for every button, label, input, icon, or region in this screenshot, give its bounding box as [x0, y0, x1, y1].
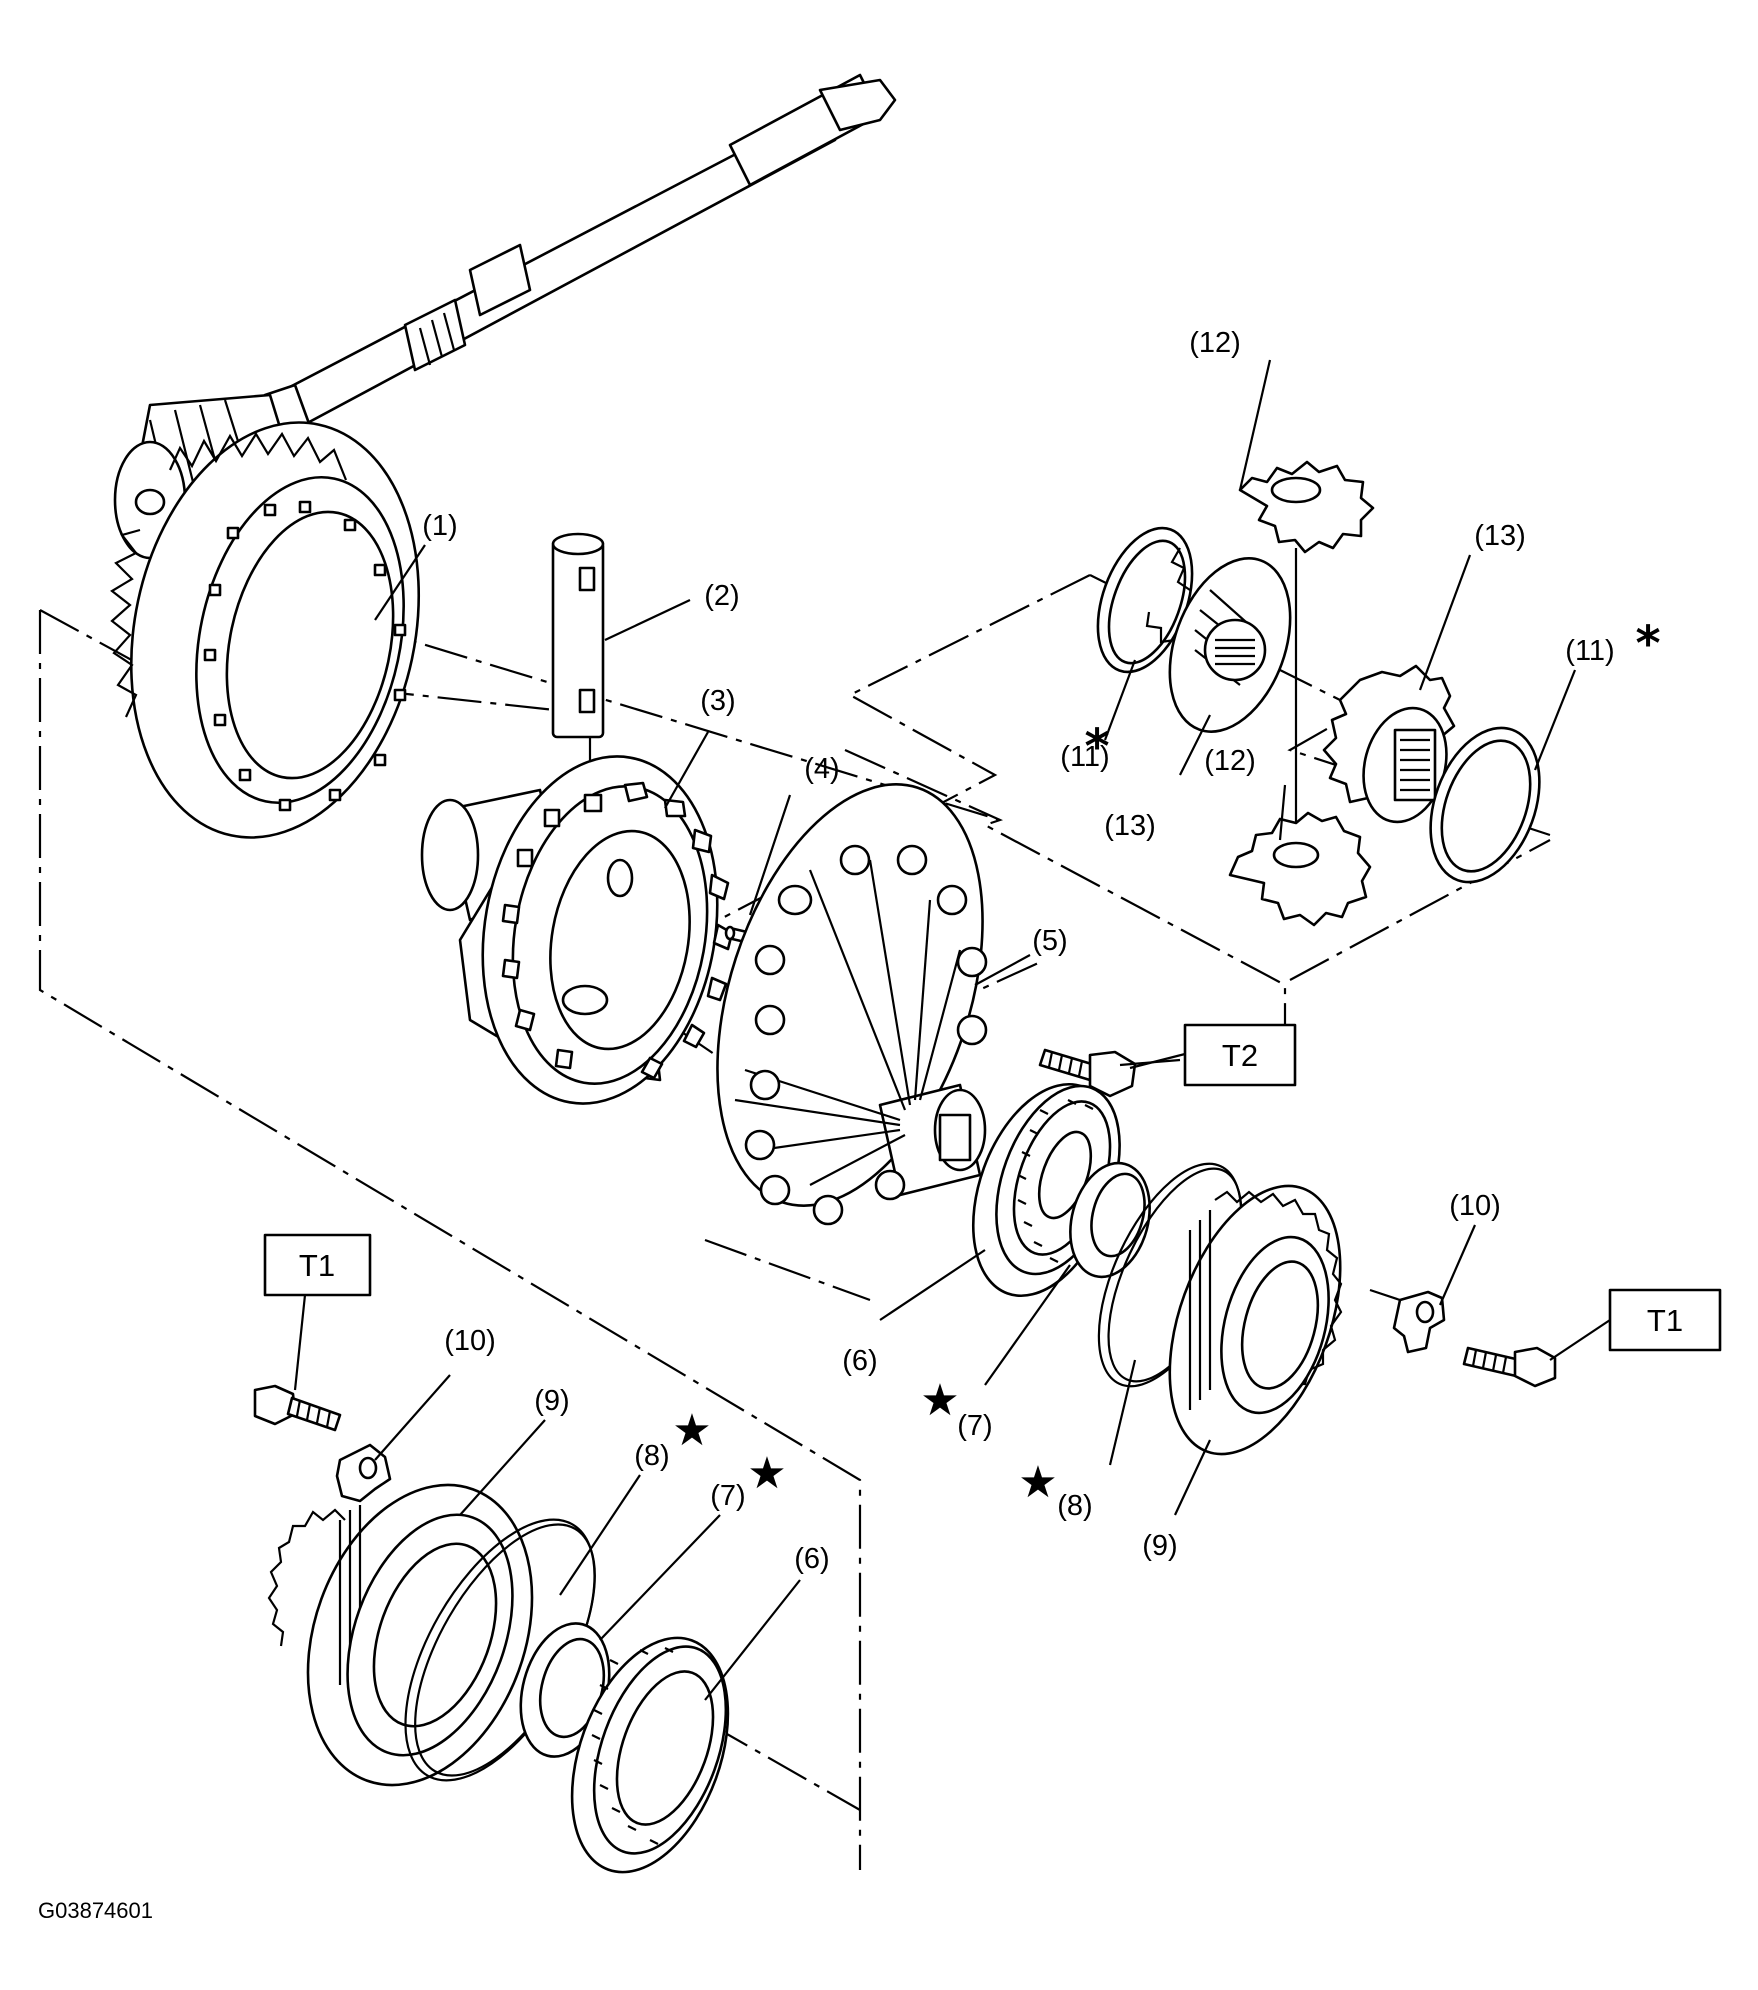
torque-label-t1-left: T1 — [299, 1248, 335, 1283]
torque-box-t2: T2 — [1183, 1023, 1297, 1087]
callout-5: (5) — [1032, 925, 1067, 957]
asterisk-symbol: * — [1084, 719, 1109, 775]
retainer-bolt-right — [1462, 1346, 1557, 1388]
symbols: ★ ★ ★ ★ * * — [672, 616, 1660, 1508]
retainer-right — [1168, 1184, 1343, 1456]
retainer-left — [267, 1483, 534, 1787]
ring-gear — [110, 421, 421, 839]
callout-3: (3) — [700, 685, 735, 717]
differential-case-cover — [716, 783, 988, 1226]
lock-plate-right — [1392, 1290, 1446, 1354]
side-gear-washer-right — [1429, 726, 1541, 884]
figure-code: G03874601 — [38, 1898, 153, 1923]
callout-labels: (1) (2) (3) (4) (5) (6) (7) (8) (9) (10)… — [422, 327, 1614, 1575]
callout-10-left: (10) — [444, 1325, 496, 1357]
callout-13-left: (13) — [1104, 810, 1156, 842]
roller-bearing-left — [570, 1636, 730, 1874]
torque-box-t1-left: T1 — [263, 1233, 372, 1297]
star-symbol: ★ — [920, 1375, 959, 1426]
differential-case-holes — [501, 781, 734, 1080]
star-symbol: ★ — [1018, 1457, 1057, 1508]
callout-8-left: (8) — [634, 1440, 669, 1472]
cover-ribs — [734, 859, 962, 1186]
callout-9-left: (9) — [534, 1385, 569, 1417]
side-gear-left — [1145, 547, 1292, 733]
callout-11-left: (11) — [1060, 741, 1109, 773]
pinion-shaft — [551, 532, 605, 785]
callout-12-bottom: (12) — [1204, 745, 1256, 777]
differential-case — [420, 755, 734, 1105]
callout-7-right: (7) — [957, 1410, 992, 1442]
leader-lines — [293, 359, 1611, 1701]
callout-2: (2) — [704, 580, 739, 612]
pinion-gear-top — [1238, 460, 1375, 840]
callout-4: (4) — [804, 753, 839, 785]
cover-bolt — [1038, 1048, 1137, 1098]
side-gear-washer-left — [1096, 526, 1194, 674]
callout-13-right: (13) — [1474, 520, 1526, 552]
callout-10-right: (10) — [1449, 1190, 1501, 1222]
side-gear-right — [1322, 664, 1456, 824]
torque-box-t1-right: T1 — [1608, 1288, 1722, 1352]
callout-1: (1) — [422, 510, 457, 542]
lock-plate-nut-right — [1069, 1161, 1151, 1279]
asterisk-symbol: * — [1635, 616, 1660, 672]
callout-9-right: (9) — [1142, 1530, 1177, 1562]
callout-12-top: (12) — [1189, 327, 1241, 359]
callout-6-left: (6) — [794, 1543, 829, 1575]
star-symbol: ★ — [672, 1405, 711, 1456]
retainer-bolt-left — [253, 1384, 342, 1432]
callout-11-right: (11) — [1565, 635, 1614, 667]
cover-bolt-bosses — [744, 844, 988, 1226]
callout-8-right: (8) — [1057, 1490, 1092, 1522]
callout-6-right: (6) — [842, 1345, 877, 1377]
ring-gear-bolt-holes — [203, 500, 407, 812]
torque-label-t1-right: T1 — [1647, 1303, 1683, 1338]
torque-label-t2: T2 — [1222, 1038, 1258, 1073]
star-symbol: ★ — [747, 1448, 786, 1499]
callout-7-left: (7) — [710, 1480, 745, 1512]
pinion-gear-bottom — [1228, 811, 1372, 927]
